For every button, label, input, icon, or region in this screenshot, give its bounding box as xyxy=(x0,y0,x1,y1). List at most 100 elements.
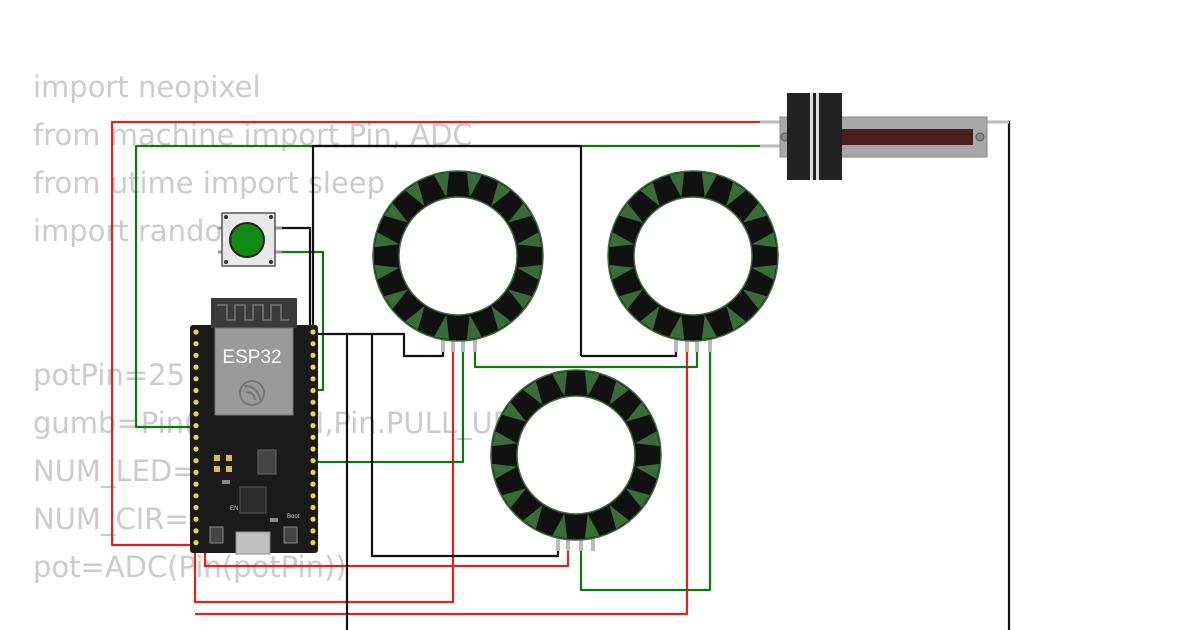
ring-pin xyxy=(708,338,712,352)
led-segment xyxy=(640,305,660,330)
ring-body xyxy=(608,171,778,341)
ring-pin xyxy=(695,338,699,352)
header-pin xyxy=(310,364,316,370)
wire-black-pot-gnd xyxy=(311,144,583,356)
led-segment xyxy=(634,431,660,447)
esp32-board: ESP32 Boot EN xyxy=(190,298,318,555)
header-pin xyxy=(310,481,316,487)
boot-button[interactable] xyxy=(283,526,298,544)
led-segment xyxy=(492,431,518,447)
header-pin xyxy=(193,411,199,417)
led-segment xyxy=(466,314,482,340)
header-pin xyxy=(193,329,199,335)
wire-black-ring1 xyxy=(313,332,445,358)
header-pin xyxy=(310,540,316,546)
led-segment xyxy=(609,381,629,406)
header-pin xyxy=(193,387,199,394)
header-pin xyxy=(193,352,199,358)
header-pin xyxy=(310,469,316,475)
ring-pin xyxy=(591,537,595,551)
header-pin xyxy=(193,528,199,534)
led-segment xyxy=(726,182,746,207)
header-pin xyxy=(310,504,316,511)
led-segment xyxy=(516,264,542,280)
led-segment xyxy=(701,172,717,198)
led-segment xyxy=(742,203,767,223)
header-pin xyxy=(193,446,199,452)
wire-red-ring3 xyxy=(203,545,570,568)
led-segment xyxy=(751,232,777,248)
ring-body xyxy=(373,171,543,341)
en-button[interactable] xyxy=(209,526,224,544)
header-pin xyxy=(310,352,316,358)
led-ring-2 xyxy=(607,170,779,352)
led-segment xyxy=(491,305,511,330)
header-pin xyxy=(310,446,316,452)
header-pin xyxy=(310,411,316,417)
wire-green-ring1-out xyxy=(473,352,699,369)
led-segment xyxy=(492,463,518,479)
led-segment xyxy=(609,232,635,248)
led-segment xyxy=(384,203,409,223)
push-button[interactable] xyxy=(218,212,282,267)
led-segment xyxy=(619,289,644,309)
ring-pin xyxy=(473,338,477,352)
wire-black-ring3 xyxy=(370,334,560,558)
led-segment xyxy=(491,182,511,207)
header-pin xyxy=(193,469,199,475)
led-segment xyxy=(502,402,527,422)
code-line: potPin=25 xyxy=(33,358,186,392)
pin-header-left xyxy=(193,329,199,546)
led-segment xyxy=(507,289,532,309)
slide-potentiometer[interactable] xyxy=(760,93,1009,180)
led-segment xyxy=(502,488,527,508)
header-pin xyxy=(193,481,199,487)
header-pin xyxy=(193,399,199,405)
led-segment xyxy=(405,182,425,207)
led-segment xyxy=(609,504,629,529)
wire-red-ring1 xyxy=(193,352,455,604)
code-line: import neopixel xyxy=(33,70,261,104)
header-pin xyxy=(310,399,316,405)
header-pin xyxy=(193,458,199,464)
led-segment xyxy=(507,203,532,223)
led-segment xyxy=(434,172,450,198)
code-line: NUM_CIR=3 xyxy=(33,502,208,536)
header-pin xyxy=(193,493,199,499)
led-segment xyxy=(523,381,543,406)
led-segment xyxy=(640,182,660,207)
header-pin xyxy=(310,516,316,522)
ring-body xyxy=(491,370,661,540)
header-pin xyxy=(193,540,199,546)
ring-pin xyxy=(674,338,678,352)
header-pin xyxy=(310,341,316,347)
boot-label: Boot xyxy=(287,514,300,520)
led-segment xyxy=(751,264,777,280)
header-pin xyxy=(310,434,316,440)
wire-red-ring2 xyxy=(195,352,689,616)
ring-pin xyxy=(441,338,445,352)
ring-pin xyxy=(685,338,689,352)
led-segment xyxy=(634,463,660,479)
ring-pin xyxy=(451,338,455,352)
led-segment xyxy=(523,504,543,529)
led-segment xyxy=(625,402,650,422)
header-pin xyxy=(310,387,316,394)
led-ring-1 xyxy=(372,170,544,352)
header-pin xyxy=(310,493,316,499)
header-pin xyxy=(193,364,199,370)
wire-red-pot xyxy=(110,120,775,547)
header-pin xyxy=(193,423,199,429)
led-segment xyxy=(405,305,425,330)
ring-pin xyxy=(566,537,570,551)
ring-pin xyxy=(461,338,465,352)
potentiometer-knob[interactable] xyxy=(787,93,842,180)
push-button-cap[interactable] xyxy=(229,222,265,258)
led-segment xyxy=(742,289,767,309)
wires xyxy=(110,120,1011,630)
espressif-logo-icon xyxy=(239,380,265,406)
code-line: from utime import sleep xyxy=(33,166,386,200)
header-pin xyxy=(193,504,199,511)
led-segment xyxy=(516,232,542,248)
